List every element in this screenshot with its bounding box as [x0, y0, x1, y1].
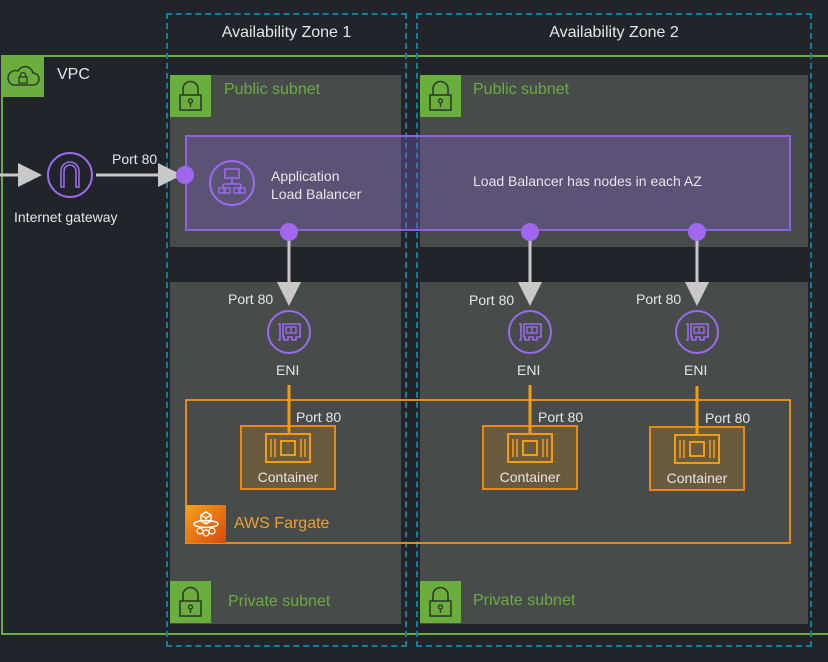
private-subnet-lock-icon — [170, 581, 211, 623]
internet-gateway-label: Internet gateway — [14, 209, 118, 225]
alb-label-line2: Load Balancer — [271, 186, 362, 202]
eni-2-port-label: Port 80 — [469, 292, 515, 308]
aws-fargate-group — [185, 399, 791, 544]
availability-zone-2-label: Availability Zone 2 — [549, 24, 679, 41]
application-load-balancer[interactable] — [185, 135, 791, 231]
container-icon — [674, 434, 720, 464]
eni-icon[interactable] — [674, 309, 720, 355]
public-subnet-label-az2: Public subnet — [473, 81, 570, 98]
container-1-label: Container — [257, 469, 319, 485]
eni-1-port-label: Port 80 — [228, 291, 274, 307]
private-subnet-lock-icon — [420, 581, 461, 623]
container-2-label: Container — [499, 469, 561, 485]
availability-zone-2 — [416, 13, 812, 647]
alb-label-line1: Application — [271, 168, 340, 184]
eni-1-label: ENI — [276, 362, 300, 378]
alb-node-dot — [280, 223, 298, 241]
eni-3-port-label: Port 80 — [636, 291, 682, 307]
private-subnet-label-az2: Private subnet — [473, 592, 576, 609]
internet-gateway-icon[interactable] — [46, 151, 94, 199]
container-3-label: Container — [666, 470, 728, 486]
public-subnet-label-az1: Public subnet — [224, 81, 321, 98]
availability-zone-1 — [166, 13, 407, 647]
public-subnet-lock-icon — [170, 75, 211, 117]
alb-node-dot — [176, 166, 194, 184]
vpc-cloud-lock-icon — [2, 56, 44, 97]
fargate-icon — [186, 505, 226, 543]
availability-zone-1-label: Availability Zone 1 — [221, 24, 352, 41]
alb-node-dot — [688, 223, 706, 241]
eni-3-label: ENI — [684, 362, 708, 378]
private-subnet-label-az1: Private subnet — [228, 593, 331, 610]
aws-fargate-label: AWS Fargate — [234, 515, 330, 532]
application-load-balancer-icon — [208, 159, 256, 207]
igw-port-label: Port 80 — [112, 151, 158, 167]
container-2-port-label: Port 80 — [538, 409, 584, 425]
container-2[interactable] — [482, 425, 578, 490]
container-1-port-label: Port 80 — [296, 409, 342, 425]
alb-note: Load Balancer has nodes in each AZ — [473, 173, 702, 189]
eni-icon[interactable] — [266, 309, 312, 355]
public-subnet-az2 — [420, 75, 808, 247]
eni-2-label: ENI — [517, 362, 541, 378]
alb-node-dot — [521, 223, 539, 241]
public-subnet-lock-icon — [420, 75, 461, 117]
vpc-label: VPC — [57, 66, 90, 83]
container-3-port-label: Port 80 — [705, 410, 751, 426]
vpc-boundary — [1, 55, 828, 635]
eni-icon[interactable] — [507, 309, 553, 355]
